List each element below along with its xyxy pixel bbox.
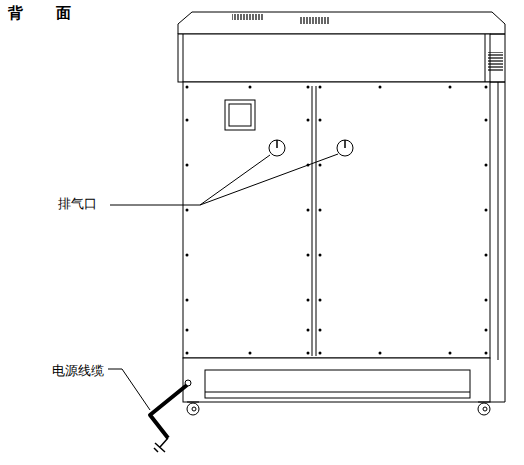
screw-dot — [319, 254, 322, 257]
screw-dot — [485, 86, 488, 89]
screw-dot — [319, 86, 322, 89]
screw-dot — [307, 329, 310, 332]
screw-dot — [485, 329, 488, 332]
screw-dot — [186, 254, 189, 257]
screw-dot — [307, 119, 310, 122]
screw-dot — [485, 254, 488, 257]
screw-dot — [307, 352, 310, 355]
screw-dot — [485, 299, 488, 302]
screw-dot — [319, 119, 322, 122]
screw-dot — [307, 299, 310, 302]
screw-dot — [186, 119, 189, 122]
screw-dot — [379, 86, 382, 89]
part-label: 电源线缆 — [52, 363, 104, 379]
screw-dot — [449, 352, 452, 355]
screw-dot — [186, 352, 189, 355]
screw-dot — [319, 329, 322, 332]
screw-dot — [186, 164, 189, 167]
screw-dot — [307, 86, 310, 89]
screw-dot — [307, 209, 310, 212]
view-title: 背 面 — [8, 4, 85, 22]
screw-dot — [186, 209, 189, 212]
screw-dot — [449, 86, 452, 89]
screw-dot — [249, 352, 252, 355]
screw-dot — [485, 352, 488, 355]
screw-dot — [186, 329, 189, 332]
screw-dot — [186, 299, 189, 302]
screw-dot — [485, 119, 488, 122]
screw-dot — [319, 299, 322, 302]
screw-dot — [319, 209, 322, 212]
screw-dot — [319, 164, 322, 167]
screw-dot — [319, 352, 322, 355]
screw-dot — [249, 86, 252, 89]
part-label: 排气口 — [58, 196, 97, 212]
screw-dot — [485, 164, 488, 167]
screw-dot — [485, 209, 488, 212]
screw-dot — [307, 254, 310, 257]
screw-dot — [379, 352, 382, 355]
screw-dot — [186, 86, 189, 89]
